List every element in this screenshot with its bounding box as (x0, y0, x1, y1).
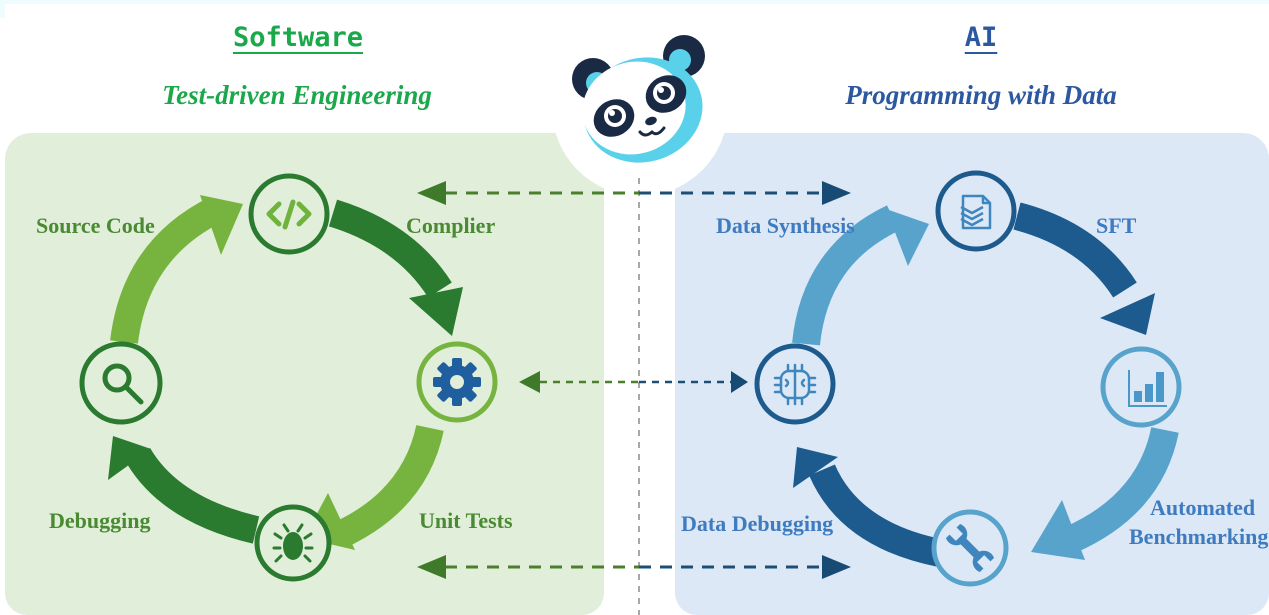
connector-middle (519, 371, 748, 393)
bug-icon (272, 523, 314, 563)
label-data-debugging: Data Debugging (681, 511, 834, 536)
node-automated-benchmarking[interactable] (1100, 346, 1182, 428)
node-source-code[interactable] (248, 173, 330, 255)
top-border-strip (0, 0, 1269, 4)
arrow-bug-to-search (108, 436, 260, 544)
wrench-icon (945, 523, 995, 573)
connector-middle-left-arrowhead (519, 371, 540, 393)
software-heading: Software (232, 22, 364, 53)
arrow-benchmark-to-debug (1031, 426, 1179, 560)
label-debugging: Debugging (49, 508, 151, 533)
label-sft: SFT (1096, 213, 1137, 238)
label-benchmarking: Benchmarking (1129, 524, 1269, 549)
ai-chip-brain-icon (773, 363, 817, 406)
arrow-debug-to-synthesis (793, 447, 943, 567)
connector-middle-right-arrowhead (731, 371, 748, 393)
node-data-debugging[interactable] (931, 509, 1009, 587)
connector-top-right-arrowhead (822, 181, 851, 205)
ai-subheading: Programming with Data (845, 80, 1117, 110)
label-automated: Automated (1150, 495, 1256, 520)
software-subheading: Test-driven Engineering (162, 80, 432, 110)
label-unit-tests: Unit Tests (419, 508, 513, 533)
connector-bottom-right-arrowhead (822, 555, 851, 579)
connector-bottom-left-arrowhead (417, 555, 446, 579)
document-stack-icon (960, 194, 992, 230)
connector-bottom (417, 555, 851, 579)
arrow-synthesis-to-sft (792, 205, 929, 346)
panda-mascot-icon (572, 35, 705, 163)
label-data-synthesis: Data Synthesis (716, 213, 855, 238)
node-debugging[interactable] (254, 504, 332, 582)
gear-icon (433, 358, 481, 406)
ai-heading: AI (964, 22, 998, 53)
search-icon (102, 363, 144, 405)
node-source-search[interactable] (79, 341, 163, 425)
label-complier: Complier (406, 213, 496, 238)
arrow-sft-to-benchmark (1013, 202, 1155, 335)
connector-top (417, 181, 851, 205)
bar-chart-icon (1128, 370, 1167, 407)
code-icon (266, 199, 312, 230)
connector-top-left-arrowhead (417, 181, 446, 205)
left-border-strip (0, 0, 5, 18)
label-source-code: Source Code (36, 213, 155, 238)
node-unit-tests[interactable] (416, 341, 498, 423)
node-sft[interactable] (935, 170, 1017, 252)
node-data-synthesis[interactable] (754, 343, 836, 425)
arrow-debug-to-source (110, 195, 243, 344)
arrow-source-to-compile (328, 199, 463, 336)
